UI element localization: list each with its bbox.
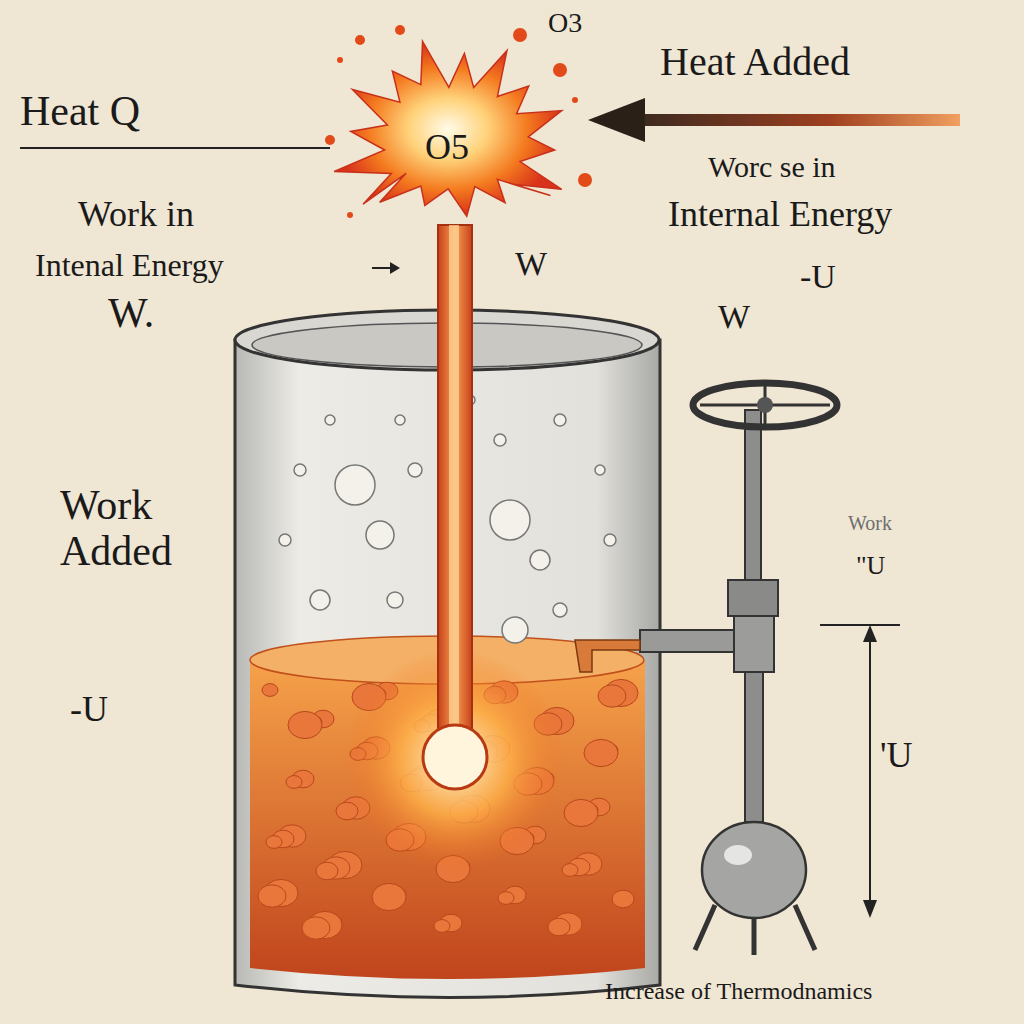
- symbol-label: -U: [70, 690, 108, 730]
- symbol-label: "U: [856, 552, 885, 581]
- heat-label: Heat Added: [660, 40, 850, 84]
- work-label: Work: [848, 512, 892, 534]
- symbol-label: W: [718, 298, 750, 335]
- heat-label: Heat Q: [20, 88, 140, 134]
- formula-label: O3: [548, 8, 582, 39]
- work-label: Work Added: [60, 482, 240, 574]
- work-label: Work in: [78, 195, 194, 235]
- formula-label: O5: [425, 128, 469, 168]
- energy-label: Intenal Energy: [35, 248, 224, 283]
- caption: Increase of Thermodnamics: [605, 978, 872, 1004]
- symbol-label: W: [515, 245, 547, 282]
- symbol-label: 'U: [880, 736, 912, 776]
- energy-label: Internal Energy: [668, 195, 892, 235]
- work-label: Worc se in: [708, 150, 836, 183]
- symbol-label: W.: [108, 290, 154, 336]
- symbol-label: -U: [800, 258, 836, 295]
